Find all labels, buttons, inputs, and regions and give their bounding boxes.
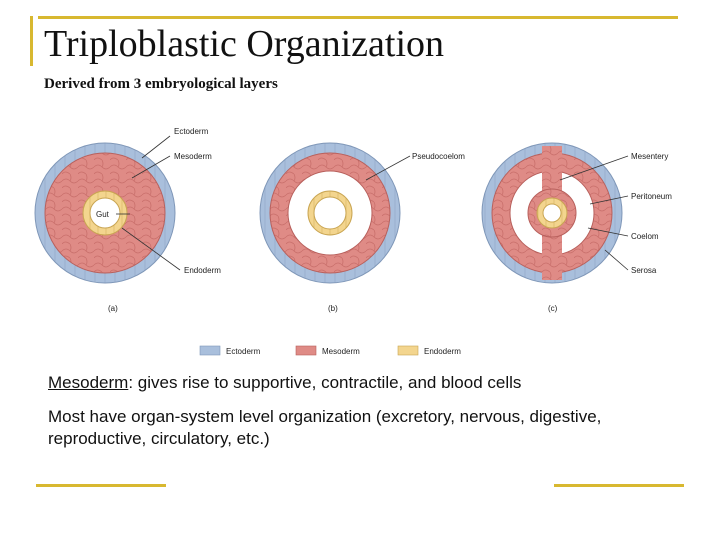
slide-title: Triploblastic Organization [44, 23, 445, 65]
label-ectoderm: Ectoderm [174, 127, 209, 136]
slide-subtitle: Derived from 3 embryological layers [44, 76, 278, 92]
label-gut: Gut [96, 210, 110, 219]
legend: Ectoderm Mesoderm Endoderm [199, 345, 461, 356]
legend-endoderm: Endoderm [424, 347, 461, 356]
legend-swatch-mesoderm [295, 345, 317, 356]
panel-c [481, 142, 623, 284]
mesoderm-description: : gives rise to supportive, contractile,… [128, 373, 522, 392]
label-coelom: Coelom [631, 232, 659, 241]
panel-label-c: (c) [548, 304, 558, 313]
organ-system-paragraph: Most have organ-system level organizatio… [48, 407, 602, 448]
legend-swatch-endoderm [397, 345, 419, 356]
panel-label-a: (a) [108, 304, 118, 313]
label-serosa: Serosa [631, 266, 657, 275]
panel-label-b: (b) [328, 304, 338, 313]
legend-mesoderm: Mesoderm [322, 347, 360, 356]
body-plan-diagram: Ectoderm Mesoderm Gut Endoderm Pseudocoe… [34, 127, 672, 356]
left-accent-line [30, 16, 33, 66]
panel-b [259, 142, 401, 284]
mesoderm-paragraph: Mesoderm: gives rise to supportive, cont… [48, 372, 521, 394]
bottom-left-accent-line [36, 484, 166, 487]
bottom-right-accent-line [554, 484, 684, 487]
top-accent-line [38, 16, 678, 19]
label-pseudocoelom: Pseudocoelom [412, 152, 465, 161]
panel-a [34, 142, 176, 284]
label-peritoneum: Peritoneum [631, 192, 672, 201]
mesoderm-term: Mesoderm [48, 373, 129, 392]
legend-swatch-ectoderm [199, 345, 221, 356]
label-mesentery: Mesentery [631, 152, 668, 161]
label-endoderm: Endoderm [184, 266, 221, 275]
label-mesoderm: Mesoderm [174, 152, 212, 161]
legend-ectoderm: Ectoderm [226, 347, 261, 356]
